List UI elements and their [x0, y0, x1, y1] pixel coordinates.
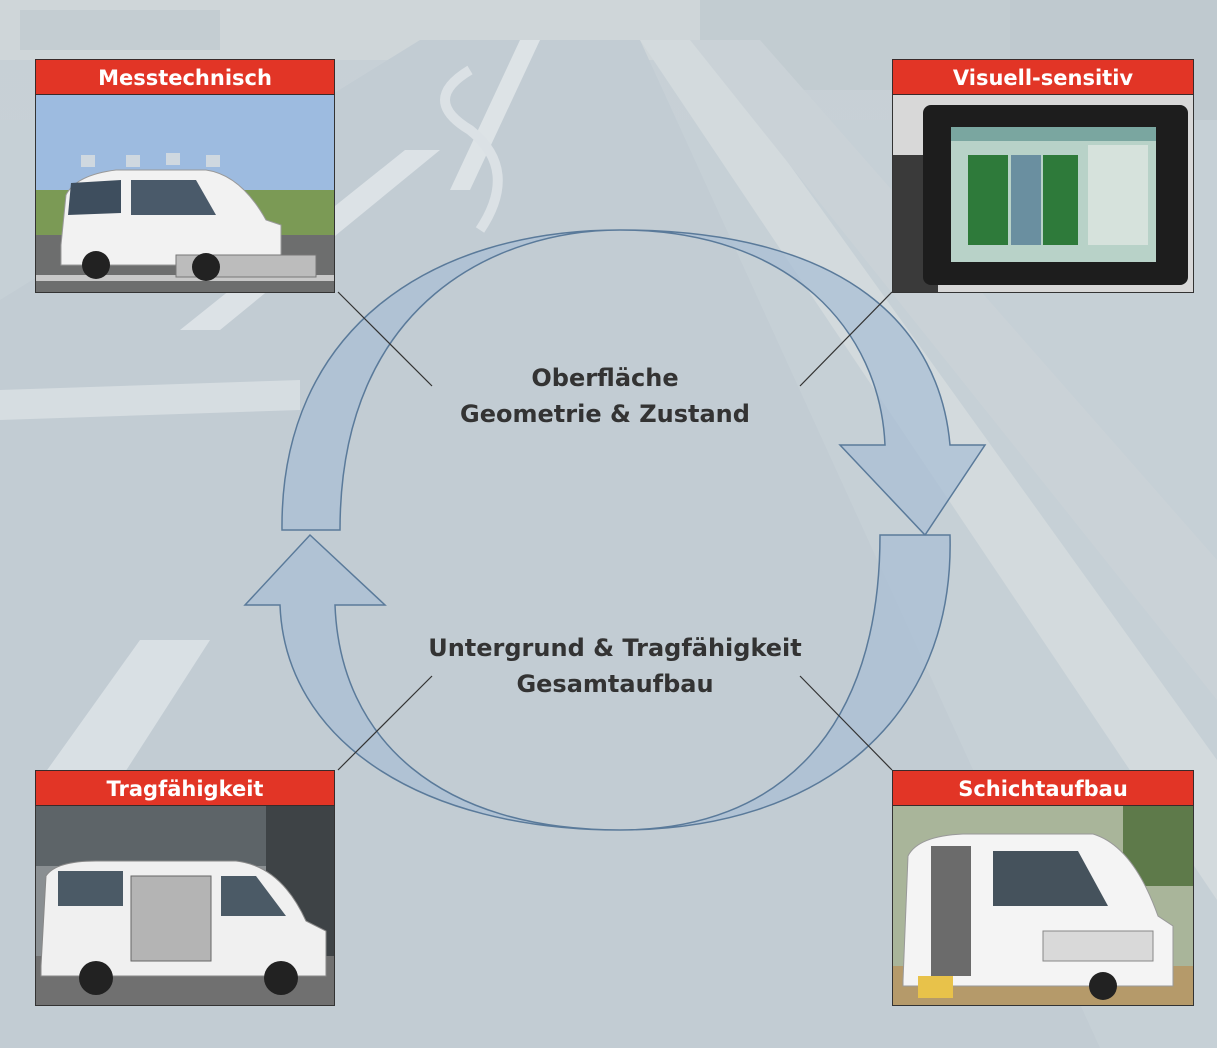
connector-bottom-left	[337, 675, 433, 771]
card-messtechnisch: Messtechnisch	[35, 59, 335, 293]
dashboard-monitor-photo	[892, 95, 1194, 293]
connector-top-left	[337, 291, 433, 387]
geometry-condition-label: Geometrie & Zustand	[460, 400, 750, 428]
card-tragfaehigkeit: Tragfähigkeit	[35, 770, 335, 1006]
van-with-sensors-photo	[35, 95, 335, 293]
subsoil-bearing-label: Untergrund & Tragfähigkeit	[428, 634, 802, 662]
arrow-top-right	[281, 229, 987, 537]
cycle-top-text: Oberfläche Geometrie & Zustand	[400, 360, 810, 432]
van-with-side-equipment-photo	[35, 806, 335, 1006]
surface-label: Oberfläche	[531, 364, 679, 392]
card-title: Tragfähigkeit	[35, 770, 335, 806]
card-schichtaufbau: Schichtaufbau	[892, 770, 1194, 1006]
card-title: Messtechnisch	[35, 59, 335, 95]
connector-top-right	[799, 291, 893, 387]
van-drilling-photo	[892, 806, 1194, 1006]
total-structure-label: Gesamtaufbau	[516, 670, 714, 698]
card-visuell-sensitiv: Visuell-sensitiv	[892, 59, 1194, 293]
cycle-bottom-text: Untergrund & Tragfähigkeit Gesamtaufbau	[390, 630, 840, 702]
card-title: Schichtaufbau	[892, 770, 1194, 806]
card-title: Visuell-sensitiv	[892, 59, 1194, 95]
connector-bottom-right	[799, 675, 893, 771]
arrow-bottom-left	[243, 533, 951, 831]
